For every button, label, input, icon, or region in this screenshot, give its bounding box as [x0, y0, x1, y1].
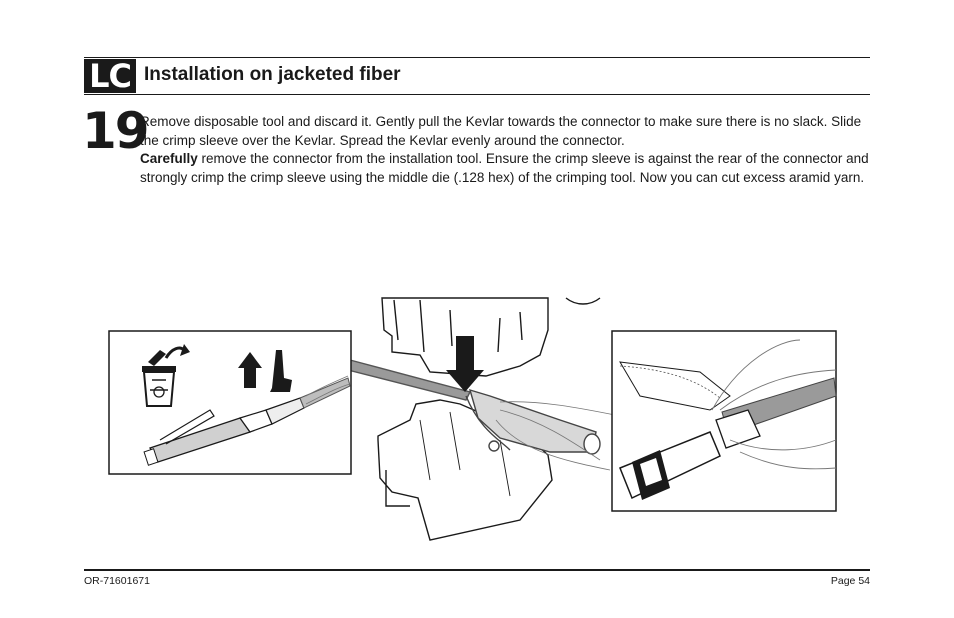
instruction-paragraph-1: Remove disposable tool and discard it. G… [140, 114, 862, 148]
instruction-paragraph-2: Carefully remove the connector from the … [140, 150, 872, 187]
instruction-paragraph-2-text: remove the connector from the installati… [140, 151, 869, 185]
document-id: OR-71601671 [84, 575, 150, 587]
press-down-arrow-icon [446, 336, 484, 392]
step-number: 19 [82, 102, 150, 160]
page-number: Page 54 [830, 575, 870, 587]
lc-connector-drawing [143, 375, 351, 466]
header-bottom-rule [84, 94, 870, 95]
left-inset-panel [108, 330, 352, 475]
trash-can-icon [142, 344, 190, 407]
right-inset-panel [611, 330, 837, 512]
step-instructions: Remove disposable tool and discard it. G… [140, 113, 872, 187]
footer-rule [84, 569, 870, 571]
section-title: Installation on jacketed fiber [144, 64, 401, 85]
connector-type-badge: LC [84, 59, 136, 93]
header-top-rule [84, 57, 870, 58]
crimping-tool-illustration [347, 297, 621, 541]
pull-arrow-icon [238, 350, 292, 392]
emphasis-carefully: Carefully [140, 151, 198, 167]
